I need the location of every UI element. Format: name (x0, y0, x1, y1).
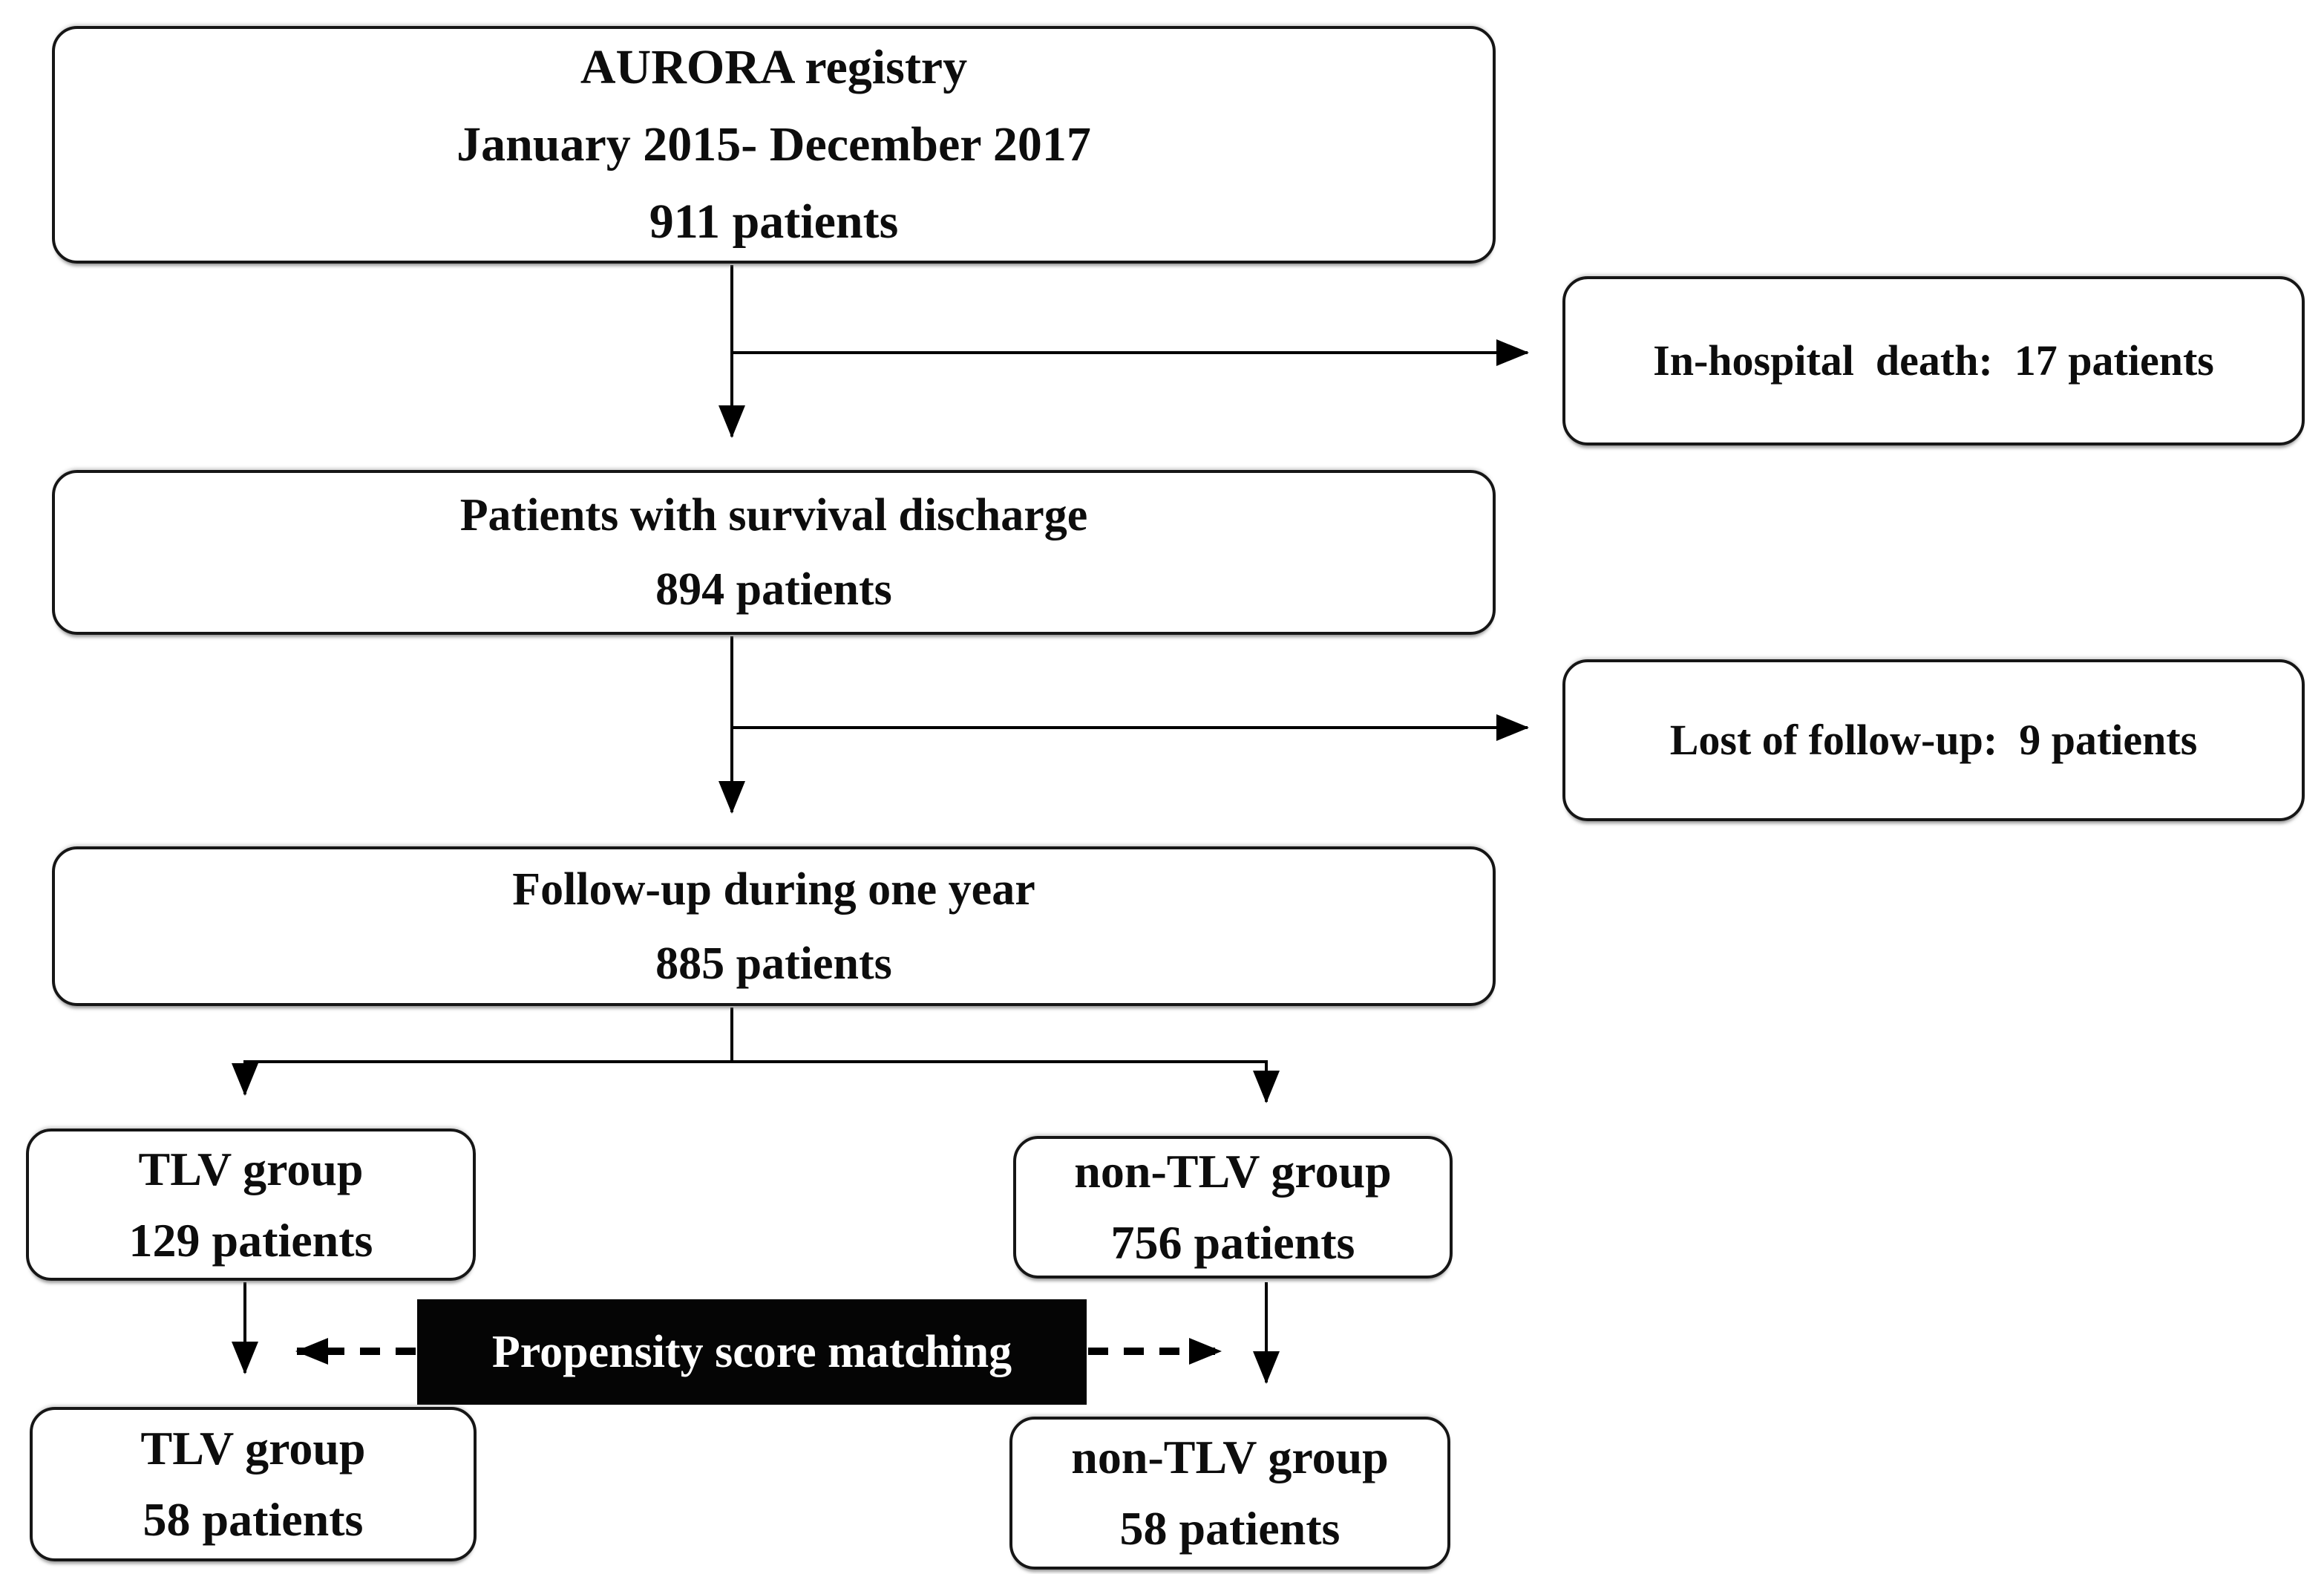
propensity-matching-box: Propensity score matching (417, 1299, 1087, 1405)
lost-follow-up-box: Lost of follow-up: 9 patients (1562, 659, 2305, 821)
non-tlv-matched-box: non-TLV group 58 patients (1009, 1417, 1450, 1570)
registry-box: AURORA registry January 2015- December 2… (52, 26, 1496, 264)
tlv-matched-box: TLV group 58 patients (30, 1407, 477, 1561)
box-line: In-hospital death: 17 patients (1653, 336, 2214, 385)
box-line: 58 patients (143, 1493, 364, 1546)
box-line: 58 patients (1119, 1502, 1341, 1555)
box-line: 911 patients (649, 195, 899, 249)
follow-up-box: Follow-up during one year 885 patients (52, 846, 1496, 1006)
non-tlv-group-box: non-TLV group 756 patients (1013, 1136, 1453, 1279)
box-line: 129 patients (128, 1213, 373, 1267)
box-line: 756 patients (1110, 1216, 1355, 1269)
box-line: January 2015- December 2017 (456, 117, 1091, 172)
box-line: Patients with survival discharge (459, 490, 1088, 541)
box-line: TLV group (140, 1422, 366, 1475)
box-line: AURORA registry (580, 40, 968, 94)
box-line: non-TLV group (1071, 1431, 1389, 1483)
box-line: non-TLV group (1074, 1145, 1392, 1198)
box-line: TLV group (138, 1142, 364, 1195)
tlv-group-box: TLV group 129 patients (26, 1129, 476, 1281)
box-line: Propensity score matching (491, 1326, 1012, 1377)
box-line: Follow-up during one year (512, 863, 1035, 915)
survival-discharge-box: Patients with survival discharge 894 pat… (52, 470, 1496, 635)
box-line: Lost of follow-up: 9 patients (1669, 716, 2198, 764)
in-hospital-death-box: In-hospital death: 17 patients (1562, 276, 2305, 445)
box-line: 885 patients (655, 938, 892, 989)
box-line: 894 patients (655, 564, 892, 615)
